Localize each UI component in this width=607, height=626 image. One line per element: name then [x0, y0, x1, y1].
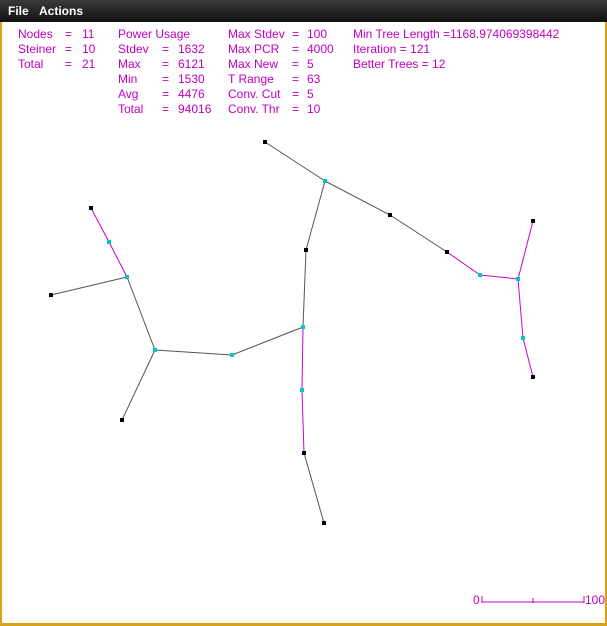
tree-edge [522, 337, 534, 378]
steiner-node [125, 275, 129, 279]
steiner-node [301, 325, 305, 329]
tree-edge [264, 141, 326, 182]
steiner-node [107, 240, 111, 244]
stat-label: Max PCR [228, 42, 280, 56]
stat-eq: = [292, 72, 300, 86]
stat-eq: = [162, 102, 170, 116]
steiner-node [323, 179, 327, 183]
steiner-node [153, 348, 157, 352]
tree-edge [301, 389, 305, 454]
stat-eq: = [162, 87, 170, 101]
tree-edge [324, 180, 391, 216]
tree-edge [303, 452, 325, 524]
stat-value: 63 [307, 72, 321, 86]
tree-edge [517, 278, 524, 339]
stat-value: 6121 [178, 57, 205, 71]
steiner-node [300, 388, 304, 392]
stat-label: Steiner [18, 42, 57, 56]
terminal-node [263, 140, 267, 144]
stat-value: 5 [307, 57, 314, 71]
tree-edge [389, 214, 448, 253]
power-usage-title: Power Usage [118, 27, 191, 41]
stat-value: 1632 [178, 42, 205, 56]
tree-canvas[interactable]: Nodes = 11 Steiner = 10 Total = 21 Power… [2, 22, 605, 623]
stat-value: 100 [307, 27, 328, 41]
stat-label: Stdev [118, 42, 149, 56]
stat-label: Max New [228, 57, 279, 71]
steiner-node [230, 353, 234, 357]
stat-eq: = [65, 27, 73, 41]
scale-end-label: 100 [585, 593, 606, 607]
terminal-node [304, 248, 308, 252]
stat-eq: = [292, 57, 300, 71]
tree-edge [90, 207, 110, 243]
steiner-tree-graph [49, 140, 535, 525]
stat-value: 4000 [307, 42, 334, 56]
tree-edge [108, 241, 128, 278]
menu-file[interactable]: File [8, 4, 29, 18]
steiner-node [478, 273, 482, 277]
stat-eq: = [65, 42, 73, 56]
tree-edge [446, 251, 481, 276]
tree-edge [479, 274, 519, 280]
stat-label: Avg [118, 87, 139, 101]
terminal-node [388, 213, 392, 217]
stat-eq: = [65, 57, 73, 71]
stat-value: 21 [82, 57, 96, 71]
terminal-node [89, 206, 93, 210]
steiner-node [521, 336, 525, 340]
stat-label: T Range [228, 72, 274, 86]
stat-label: Nodes [18, 27, 53, 41]
stat-eq: = [292, 87, 300, 101]
tree-edge [50, 276, 128, 296]
stat-label: Max Stdev [228, 27, 285, 41]
stat-value: 10 [307, 102, 321, 116]
terminal-node [322, 521, 326, 525]
stat-eq: = [292, 27, 300, 41]
scale-start-label: 0 [473, 593, 480, 607]
stat-eq: = [292, 42, 300, 56]
stat-label: Max [118, 57, 141, 71]
stat-label: Conv. Cut [228, 87, 281, 101]
stat-eq: = [162, 42, 170, 56]
stat-eq: = [162, 72, 170, 86]
tree-edge [154, 349, 233, 356]
terminal-node [531, 219, 535, 223]
tree-edge [517, 220, 534, 280]
stat-value: 10 [82, 42, 96, 56]
min-tree-length: Min Tree Length =1168.974069398442 [353, 27, 560, 41]
stat-value: 94016 [178, 102, 212, 116]
terminal-node [445, 250, 449, 254]
stat-label: Total [18, 57, 44, 71]
tree-edge [301, 326, 304, 391]
stat-value: 11 [82, 27, 95, 41]
stat-label: Total [118, 102, 144, 116]
menu-bar: File Actions [0, 0, 607, 22]
steiner-node [516, 277, 520, 281]
tree-edge [231, 326, 304, 356]
menu-actions[interactable]: Actions [39, 4, 84, 18]
tree-edge [121, 349, 156, 421]
stat-label: Min [118, 72, 138, 86]
stat-label: Conv. Thr [228, 102, 280, 116]
terminal-node [302, 451, 306, 455]
terminal-node [531, 375, 535, 379]
tree-edge [126, 276, 156, 351]
tree-edges [50, 141, 534, 524]
terminal-node [120, 418, 124, 422]
better-trees: Better Trees = 12 [353, 57, 446, 71]
tree-edge [305, 180, 326, 251]
iteration: Iteration = 121 [353, 42, 431, 56]
stat-value: 5 [307, 87, 314, 101]
stat-eq: = [162, 57, 170, 71]
tree-edge [302, 249, 307, 328]
stat-value: 1530 [178, 72, 205, 86]
stat-eq: = [292, 102, 300, 116]
tree-nodes [49, 140, 535, 525]
stat-value: 4476 [178, 87, 205, 101]
terminal-node [49, 293, 53, 297]
